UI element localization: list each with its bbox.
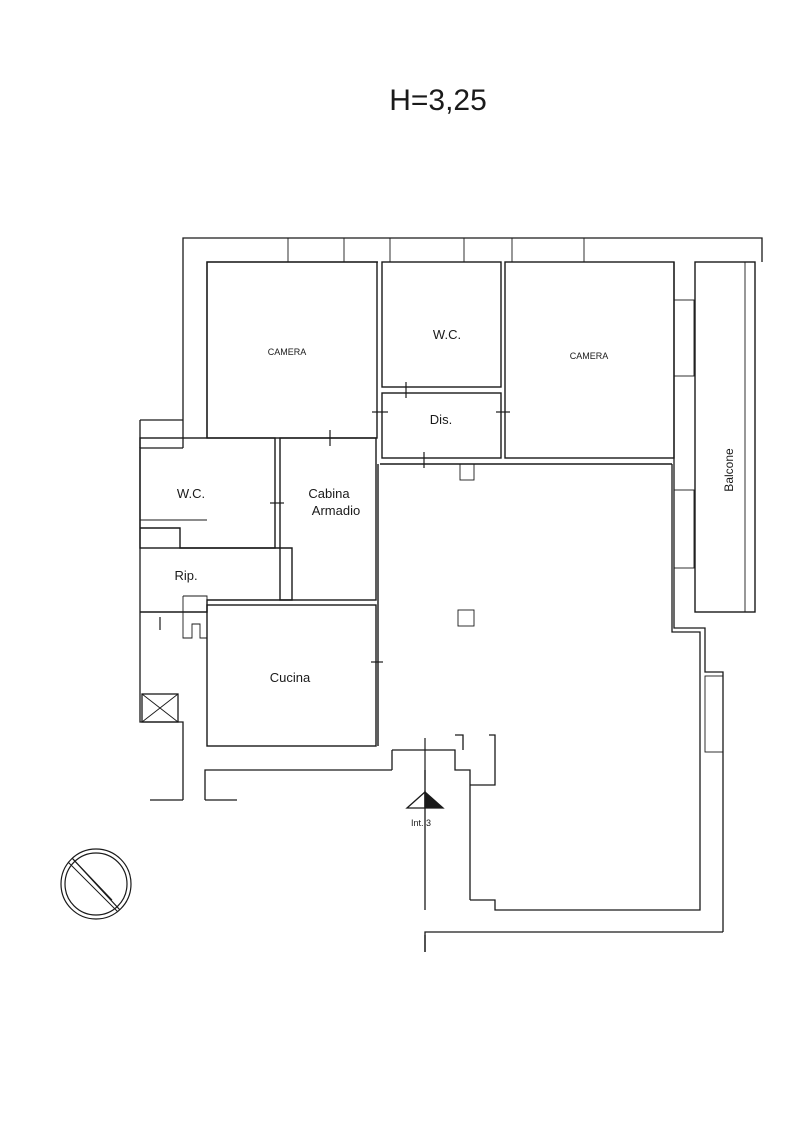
label-disimpegno: Dis. bbox=[430, 412, 452, 427]
room-cabina-armadio bbox=[279, 437, 377, 601]
north-compass-icon bbox=[60, 848, 132, 920]
label-camera-left: CAMERA bbox=[268, 347, 307, 357]
label-wc-top: W.C. bbox=[433, 327, 461, 342]
entrance-label: Int. 3 bbox=[411, 818, 431, 828]
room-cucina bbox=[182, 595, 377, 747]
label-cabina-line2: Armadio bbox=[312, 503, 360, 518]
label-ripostiglio: Rip. bbox=[174, 568, 197, 583]
room-wc-top bbox=[381, 261, 502, 388]
living-area bbox=[377, 463, 672, 746]
balcone bbox=[694, 261, 756, 613]
room-disimpegno bbox=[381, 392, 502, 459]
room-camera-right bbox=[504, 261, 675, 459]
shaft-cross-icon bbox=[141, 693, 179, 723]
outer-walls bbox=[139, 237, 763, 952]
room-wc-left bbox=[139, 437, 276, 549]
label-camera-right: CAMERA bbox=[570, 351, 609, 361]
page-title: H=3,25 bbox=[389, 84, 487, 117]
label-cucina: Cucina bbox=[270, 670, 311, 685]
label-wc-left: W.C. bbox=[177, 486, 205, 501]
label-cabina-line1: Cabina bbox=[308, 486, 350, 501]
door-marks bbox=[159, 382, 510, 780]
label-balcone: Balcone bbox=[722, 448, 736, 492]
entrance-marker-icon bbox=[405, 790, 445, 809]
room-ripostiglio bbox=[140, 527, 293, 613]
